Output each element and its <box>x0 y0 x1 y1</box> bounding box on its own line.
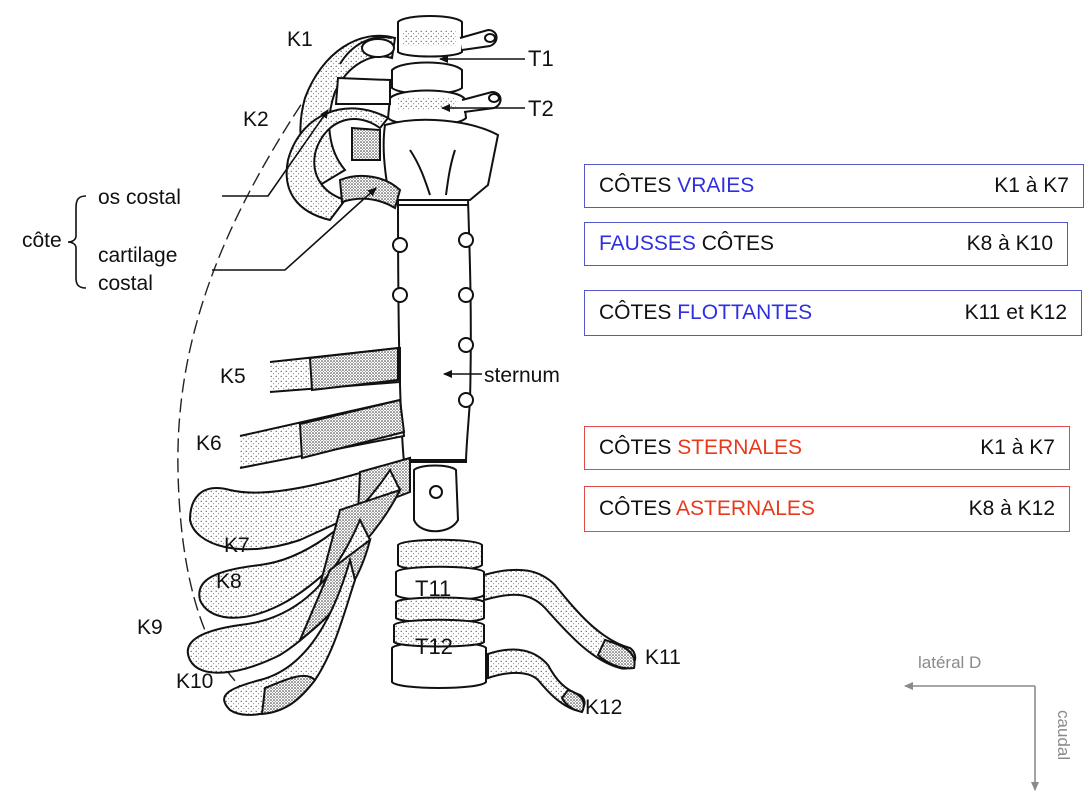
category-cotes-vraies: CÔTES VRAIES K1 à K7 <box>584 164 1084 208</box>
label-k11: K11 <box>645 646 681 669</box>
label-os-costal: os costal <box>98 186 181 209</box>
label-cartilage-2: costal <box>98 272 153 295</box>
category-range: K11 et K12 <box>965 301 1067 325</box>
label-caudal: caudal <box>1054 710 1073 760</box>
cote-bracket <box>68 196 86 288</box>
category-range: K1 à K7 <box>994 174 1069 198</box>
label-sternum: sternum <box>484 364 560 387</box>
label-t12: T12 <box>415 634 453 659</box>
label-k2: K2 <box>243 108 269 131</box>
category-name: CÔTES VRAIES <box>599 174 754 198</box>
category-range: K1 à K7 <box>980 436 1055 460</box>
label-t2: T2 <box>528 96 554 121</box>
label-k5: K5 <box>220 365 246 388</box>
category-cotes-flottantes: CÔTES FLOTTANTES K11 et K12 <box>584 290 1082 336</box>
rib-k5 <box>270 348 400 392</box>
rib-k6 <box>240 400 404 468</box>
lower-vertebrae <box>392 540 486 688</box>
category-name: CÔTES ASTERNALES <box>599 497 815 521</box>
label-k10: K10 <box>176 670 213 693</box>
category-range: K8 à K10 <box>967 232 1053 256</box>
label-k9: K9 <box>137 616 163 639</box>
category-range: K8 à K12 <box>969 497 1055 521</box>
rib-k12 <box>488 650 585 712</box>
label-t11: T11 <box>415 576 451 601</box>
category-name: CÔTES FLOTTANTES <box>599 301 812 325</box>
category-fausses-cotes: FAUSSES CÔTES K8 à K10 <box>584 222 1068 266</box>
category-cotes-sternales: CÔTES STERNALES K1 à K7 <box>584 426 1070 470</box>
label-t1: T1 <box>528 46 554 71</box>
label-k6: K6 <box>196 432 222 455</box>
category-name: FAUSSES CÔTES <box>599 232 774 256</box>
label-k8: K8 <box>216 570 242 593</box>
label-k1: K1 <box>287 28 313 51</box>
label-k7: K7 <box>224 534 250 557</box>
category-name: CÔTES STERNALES <box>599 436 802 460</box>
label-cartilage-1: cartilage <box>98 244 177 267</box>
label-cote: côte <box>22 229 62 252</box>
label-k12: K12 <box>585 696 622 719</box>
label-lateral: latéral D <box>918 653 981 672</box>
category-cotes-asternales: CÔTES ASTERNALES K8 à K12 <box>584 486 1070 532</box>
